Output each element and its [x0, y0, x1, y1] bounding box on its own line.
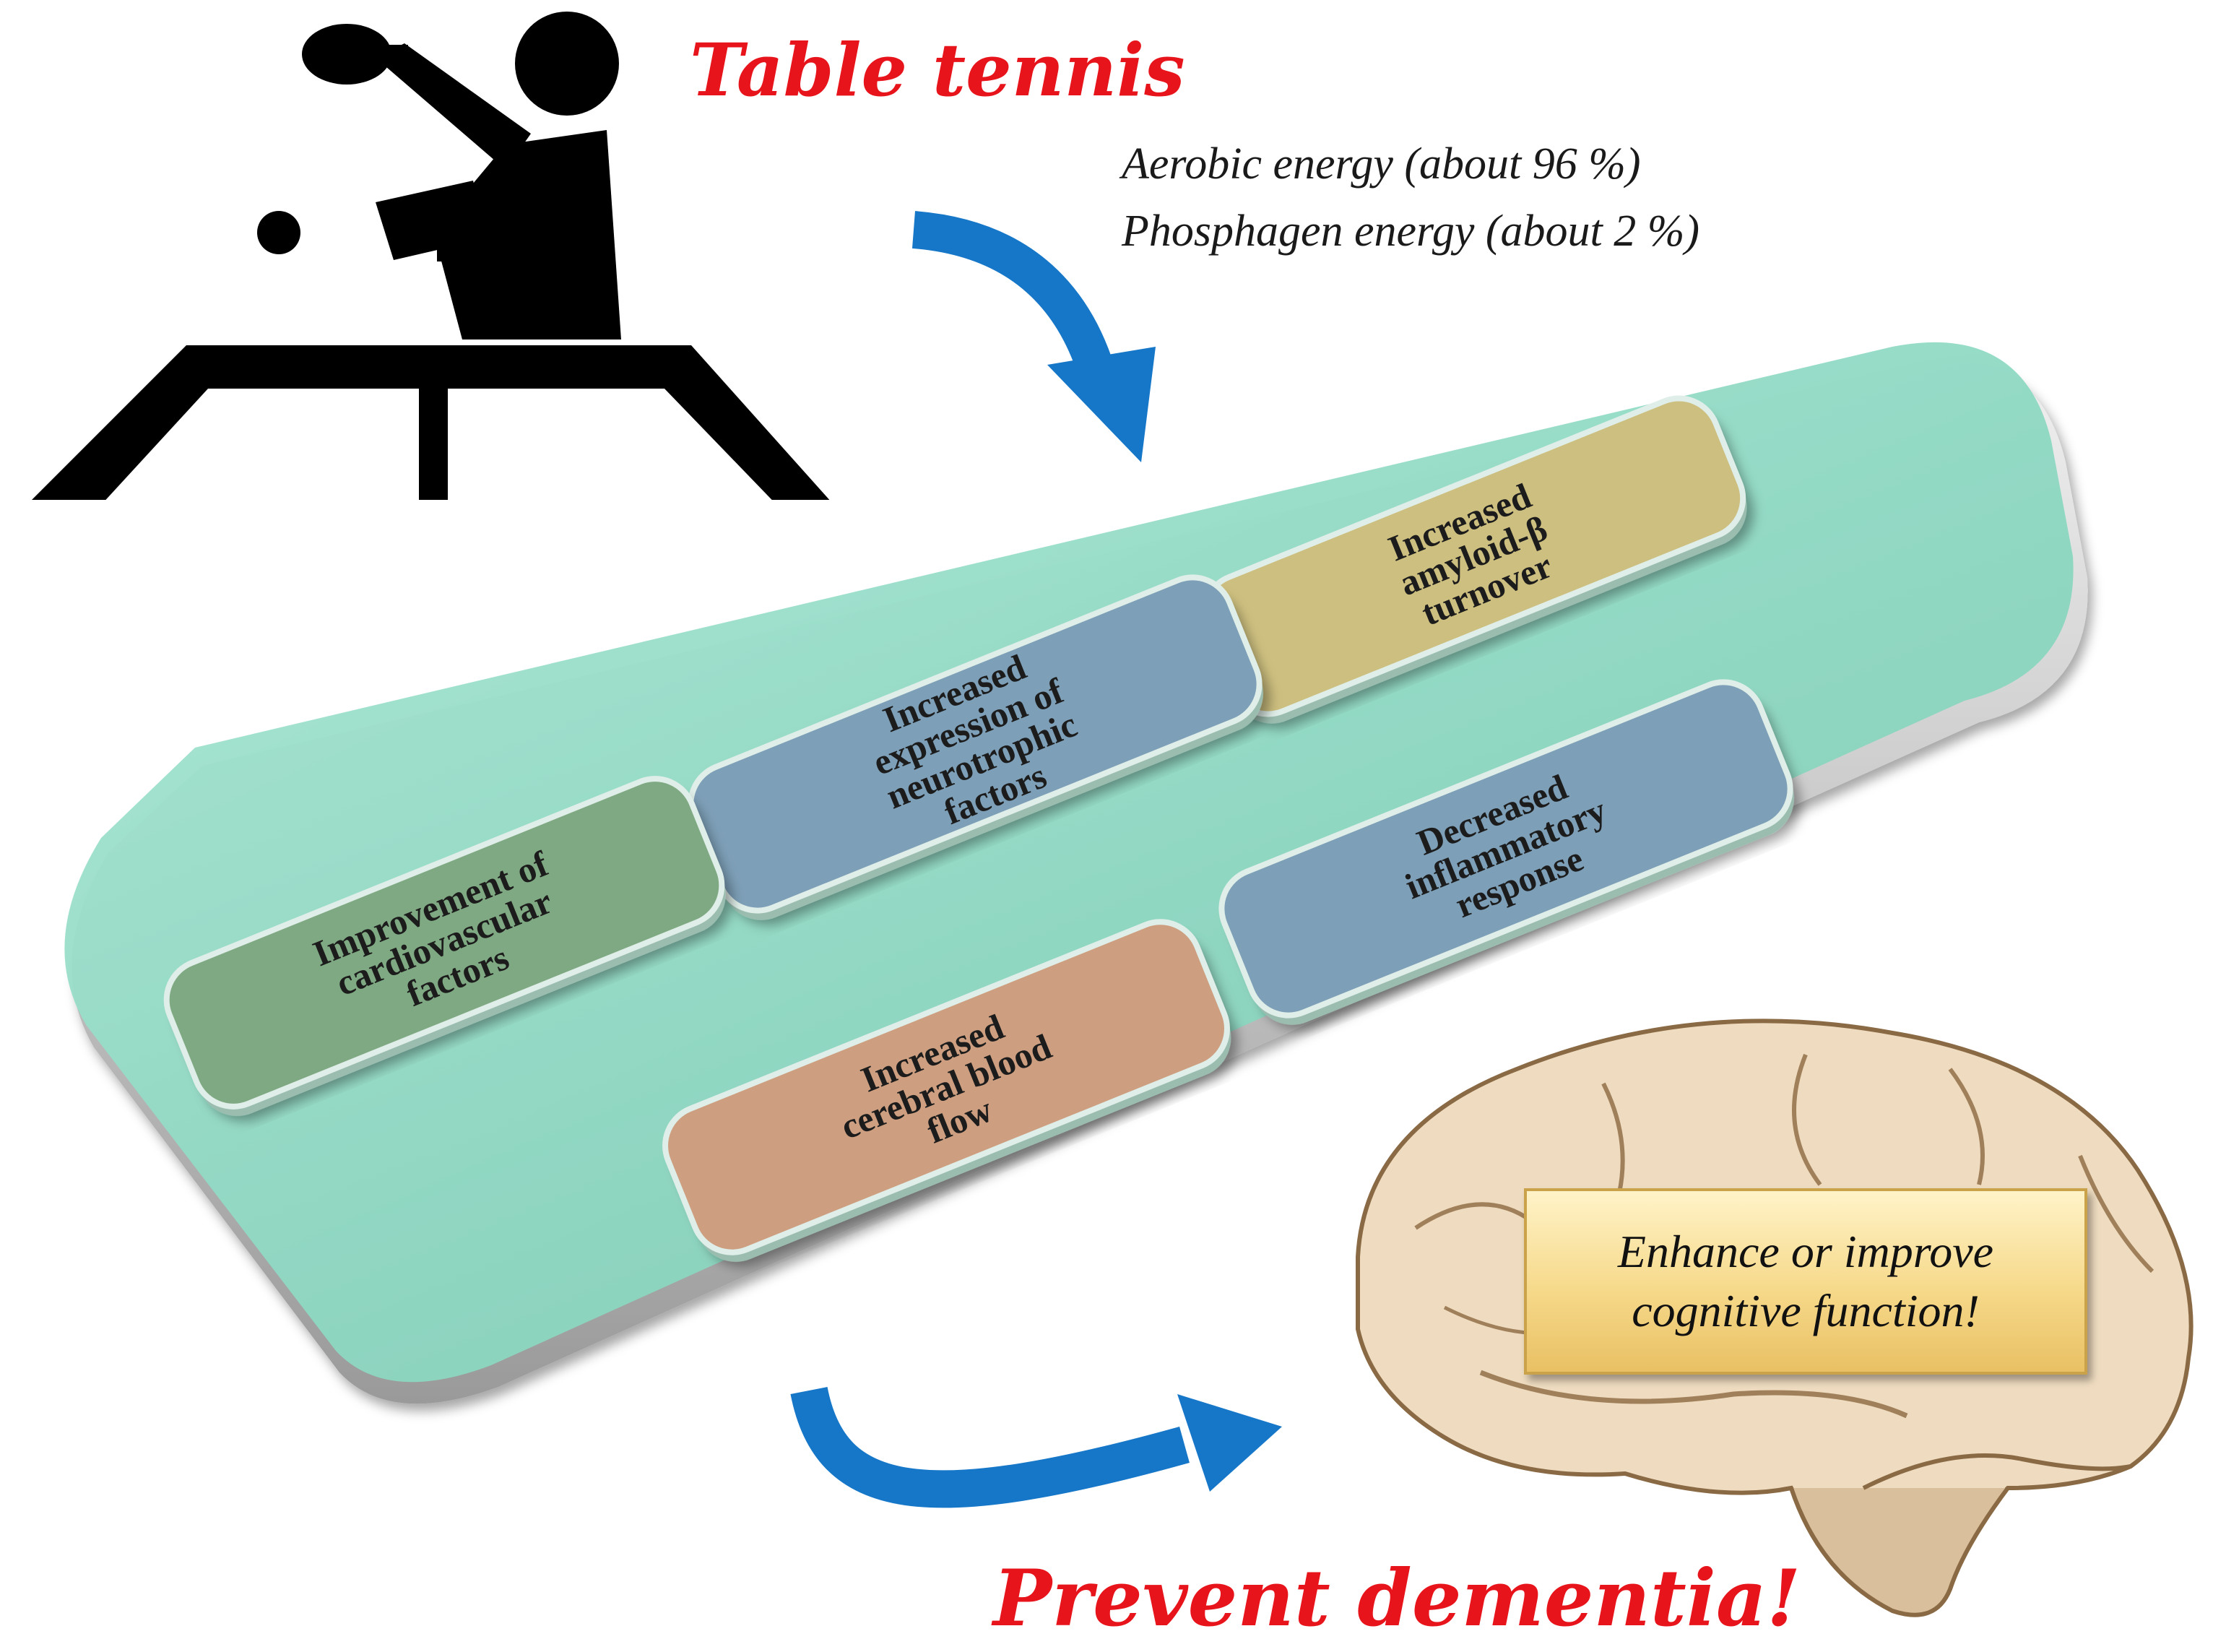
diagram-title: Table tennis: [690, 27, 1185, 113]
conclusion-label: Prevent dementia!: [993, 1553, 1801, 1644]
card-face: [163, 776, 725, 1110]
aerobic-energy-label: Aerobic energy (about 96 %): [1122, 139, 1641, 189]
curved-arrow-icon: [790, 1386, 1190, 1508]
cognitive-function-box: Enhance or improve cognitive function!: [1524, 1188, 2087, 1375]
card-face: [662, 919, 1230, 1255]
benefit-cards: Increasedamyloid-βturnoverIncreasedexpre…: [163, 395, 1794, 1262]
phosphagen-energy-label: Phosphagen energy (about 2 %): [1122, 207, 1700, 256]
cognitive-box-line-2: cognitive function!: [1632, 1285, 1980, 1336]
table-tennis-player-icon: [0, 12, 867, 522]
arrow-head: [1047, 347, 1156, 462]
cognitive-box-line-1: Enhance or improve: [1617, 1226, 1994, 1277]
card-face: [1218, 679, 1793, 1019]
curved-arrow-icon: [911, 211, 1116, 381]
arrow-head: [1177, 1394, 1282, 1492]
